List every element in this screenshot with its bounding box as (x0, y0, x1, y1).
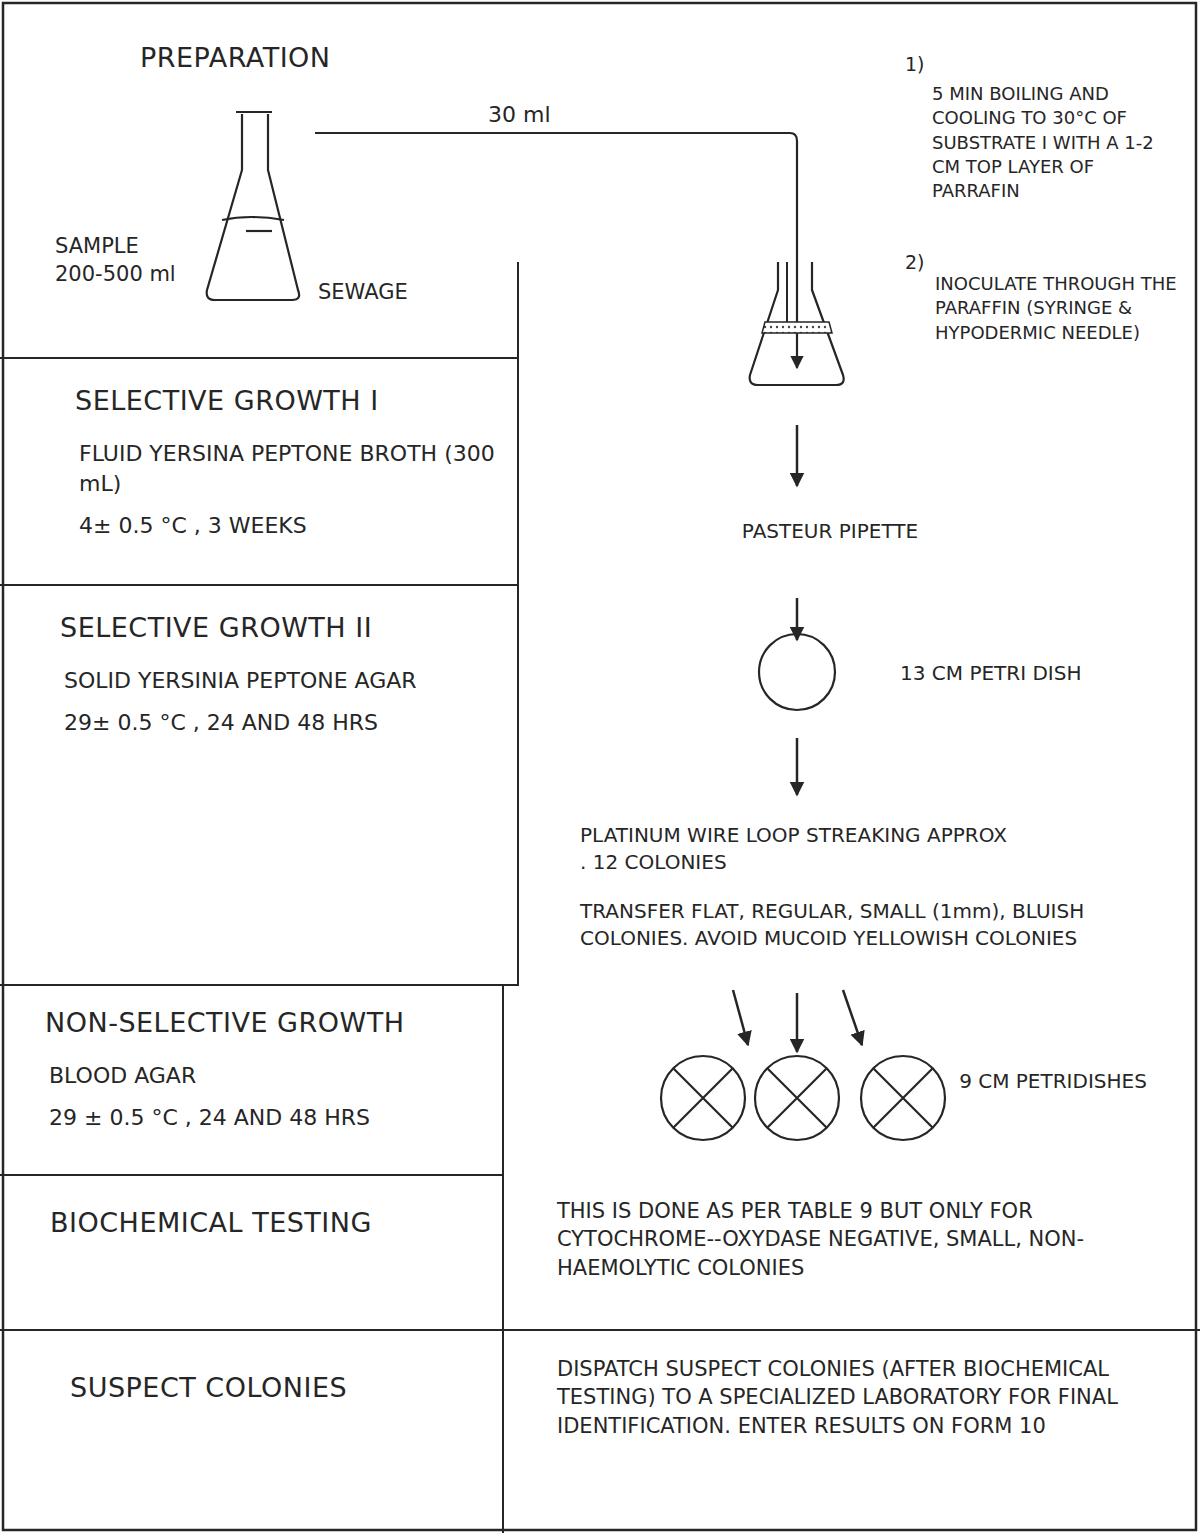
step-cell: PREPARATION (0, 0, 519, 359)
step-heading: THIS IS DONE AS PER TABLE 9 BUT ONLY FOR… (557, 1197, 1184, 1282)
step-detail: 29± 0.5 °C , 24 AND 48 HRS (64, 708, 501, 738)
step-heading: PREPARATION (140, 40, 503, 76)
step-cell: SELECTIVE GROWTH II SOLID YERSINIA PEPTON… (0, 585, 519, 986)
annotation: 5 MIN BOILING AND COOLING TO 30°C OF SUB… (932, 82, 1187, 203)
step-detail: 4± 0.5 °C , 3 WEEKS (79, 511, 501, 541)
small-petri-dishes (661, 1056, 945, 1140)
step-heading: SUSPECT COLONIES (70, 1370, 486, 1406)
step-detail: BLOOD AGAR (49, 1061, 486, 1091)
annotation: 30 ml (488, 100, 578, 130)
step-heading: DISPATCH SUSPECT COLONIES (AFTER BIOCHEM… (557, 1355, 1177, 1440)
annotation: 13 CM PETRI DISH (900, 660, 1140, 687)
sample-flask (207, 112, 299, 300)
transfer-line (315, 133, 797, 368)
step-detail: SOLID YERSINIA PEPTONE AGAR (64, 666, 501, 696)
step-heading: BIOCHEMICAL TESTING (50, 1205, 486, 1241)
step-cell: SUSPECT COLONIES (0, 1330, 504, 1533)
outer-frame (3, 3, 1196, 1530)
step-number: 1) (905, 52, 935, 78)
petri-dish (759, 634, 835, 710)
step-heading: NON-SELECTIVE GROWTH (45, 1005, 486, 1041)
annotation: 9 CM PETRIDISHES (958, 1068, 1148, 1095)
annotation: SEWAGE (318, 278, 458, 306)
step-number: 2) (905, 250, 935, 276)
step-cell: BIOCHEMICAL TESTING (0, 1175, 504, 1331)
description-cell: THIS IS DONE AS PER TABLE 9 BUT ONLY FOR… (502, 1175, 1200, 1331)
step-detail: FLUID YERSINA PEPTONE BROTH (300 mL) (79, 439, 501, 498)
step-cell: NON-SELECTIVE GROWTH BLOOD AGAR 29 ± 0.5 °… (0, 985, 504, 1176)
step-heading: SELECTIVE GROWTH I (75, 383, 501, 419)
culture-flask (750, 262, 844, 385)
column-divider (517, 262, 519, 358)
description-cell: DISPATCH SUSPECT COLONIES (AFTER BIOCHEM… (502, 1330, 1200, 1533)
annotation: PLATINUM WIRE LOOP STREAKING APPROX . 12… (580, 822, 1010, 876)
step-detail: 29 ± 0.5 °C , 24 AND 48 HRS (49, 1103, 486, 1133)
annotation: SAMPLE 200-500 ml (55, 232, 190, 289)
annotation: TRANSFER FLAT, REGULAR, SMALL (1mm), BLU… (580, 898, 1160, 952)
annotation: PASTEUR PIPETTE (700, 518, 960, 545)
annotation: INOCULATE THROUGH THE PARAFFIN (SYRINGE … (935, 272, 1190, 345)
step-cell: SELECTIVE GROWTH I FLUID YERSINA PEPTONE … (0, 358, 519, 586)
step-heading: SELECTIVE GROWTH II (60, 610, 501, 646)
paraffin-layer (762, 322, 832, 333)
